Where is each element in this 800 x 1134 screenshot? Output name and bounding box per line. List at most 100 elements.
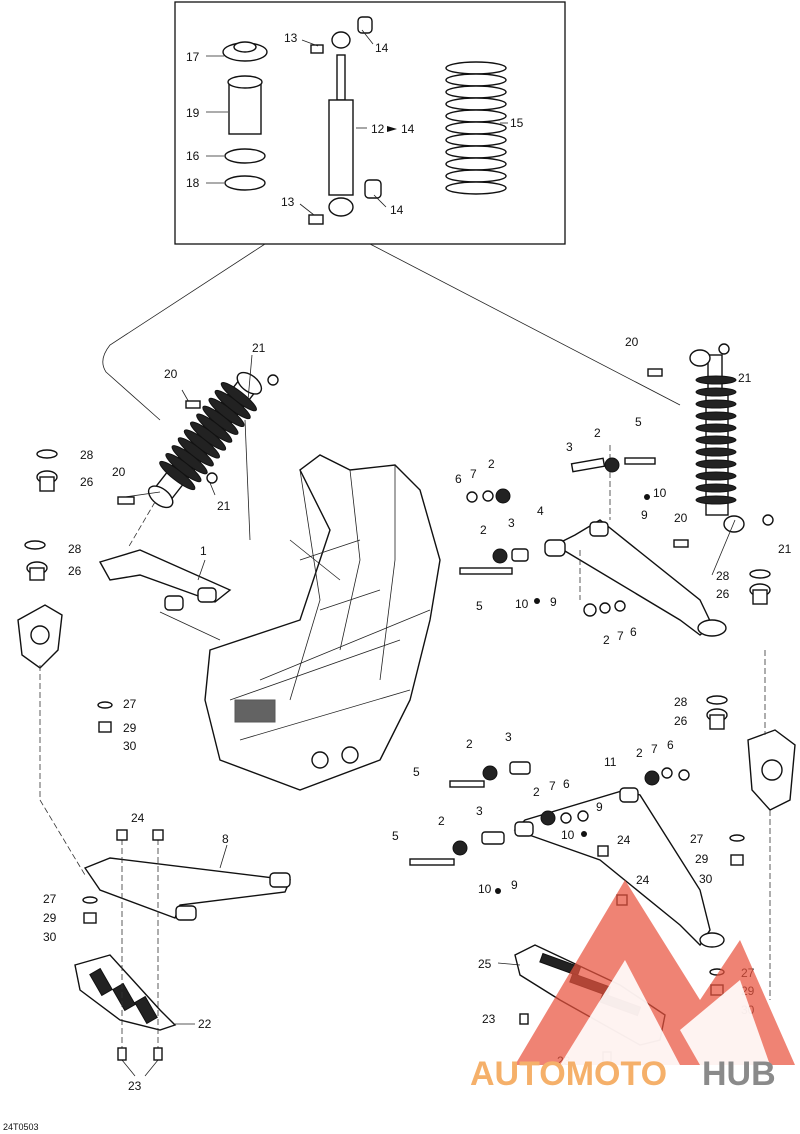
right-shock-assembly (689, 349, 745, 576)
callout-7-fourth: 7 (549, 779, 556, 793)
right-upper-a-arm (544, 445, 727, 637)
callout-10-second: 10 (515, 597, 529, 611)
callout-5-fourth: 5 (392, 829, 399, 843)
shock-bottom-eye (328, 197, 354, 217)
callout-2-second: 2 (488, 457, 495, 471)
callout-18: 18 (186, 176, 200, 190)
callout-28-right-top: 28 (716, 569, 730, 583)
callout-26-left-mid: 26 (68, 564, 82, 578)
callout-4: 4 (537, 504, 544, 518)
callout-5-third: 5 (413, 765, 420, 779)
callout-2-fourth: 2 (603, 633, 610, 647)
right-steering-knuckle (747, 650, 796, 1000)
callout-labels: 1 21 20 20 21 28 26 28 26 27 29 30 24 8 … (43, 335, 792, 1093)
callout-26-right-mid: 26 (674, 714, 688, 728)
callout-20-right-top: 20 (625, 335, 639, 349)
callout-3-third: 3 (505, 730, 512, 744)
callout-6-third: 6 (667, 738, 674, 752)
sleeve-top-small (310, 44, 324, 54)
callout-9-top: 9 (641, 508, 648, 522)
callout-10-third: 10 (561, 828, 575, 842)
callout-2-top: 2 (594, 426, 601, 440)
watermark-text-auto-moto: AUTOMOTO (470, 1055, 667, 1093)
callout-23-right-mid: 23 (482, 1012, 496, 1026)
inset-leader-left (102, 243, 266, 421)
callout-30-left-bottom: 30 (43, 930, 57, 944)
watermark-logo: AUTOMOTO HUB (470, 880, 795, 1093)
shock-body (328, 99, 354, 196)
callout-25: 25 (478, 957, 492, 971)
callout-21-right-bottom: 21 (778, 542, 792, 556)
inset-leader-right (369, 243, 681, 406)
callout-10-top: 10 (653, 486, 667, 500)
callout-2-sixth: 2 (636, 746, 643, 760)
callout-28-right-mid: 28 (674, 695, 688, 709)
coil-spring-part (445, 61, 507, 195)
callout-21-left-bottom: 21 (217, 499, 231, 513)
callout-27-right-top: 27 (690, 832, 704, 846)
callout-8: 8 (222, 832, 229, 846)
callout-2-eighth: 2 (438, 814, 445, 828)
callout-13-top: 13 (284, 31, 298, 45)
callout-22: 22 (198, 1017, 212, 1031)
callout-14-bottom: 14 (390, 203, 404, 217)
callout-9-second: 9 (550, 595, 557, 609)
callout-27-left-top: 27 (123, 697, 137, 711)
sleeve-top (227, 75, 263, 89)
left-upper-a-arm (98, 549, 232, 641)
callout-15: 15 (510, 116, 524, 130)
arrow-12-to-14 (387, 126, 397, 132)
retainer-ring-part (224, 148, 266, 164)
callout-21-left-top: 21 (252, 341, 266, 355)
callout-7-third: 7 (651, 742, 658, 756)
shock-top-eye (331, 31, 351, 49)
callout-7-second: 7 (617, 629, 624, 643)
callout-6-second: 6 (630, 625, 637, 639)
callout-29-left-top: 29 (123, 721, 137, 735)
shock-detail-inset: 17 19 16 18 13 14 12 14 15 13 14 (102, 1, 681, 421)
callout-30-left-top: 30 (123, 739, 137, 753)
callout-3-top: 3 (566, 440, 573, 454)
sleeve-bottom-small (308, 214, 324, 225)
left-steering-knuckle (17, 604, 86, 876)
vehicle-frame (204, 454, 441, 791)
callout-14-top: 14 (375, 41, 389, 55)
callout-12: 12 (371, 122, 385, 136)
callout-6-top: 6 (455, 472, 462, 486)
callout-17: 17 (186, 50, 200, 64)
callout-26-right-top: 26 (716, 587, 730, 601)
callout-5-top: 5 (635, 415, 642, 429)
callout-26-left-top: 26 (80, 475, 94, 489)
left-lower-a-arm (83, 844, 292, 921)
callout-2-fifth: 2 (466, 737, 473, 751)
right-lower-a-arm (513, 787, 725, 948)
callout-11: 11 (604, 755, 617, 769)
callout-3-fourth: 3 (476, 804, 483, 818)
shock-rod (336, 54, 346, 101)
callout-21-right-top: 21 (738, 371, 752, 385)
callout-5-second: 5 (476, 599, 483, 613)
callout-2-third: 2 (480, 523, 487, 537)
washer-ring-part (224, 175, 266, 191)
bushing-top (357, 16, 373, 34)
callout-24-right-top: 24 (617, 833, 631, 847)
callout-3-second: 3 (508, 516, 515, 530)
callout-23-left: 23 (128, 1079, 142, 1093)
hardware-parts (24, 343, 774, 1063)
callout-6-fourth: 6 (563, 777, 570, 791)
callout-7-top: 7 (470, 467, 477, 481)
callout-20-right-bottom: 20 (674, 511, 688, 525)
callout-24-right-mid: 24 (636, 873, 650, 887)
callout-20-left-top: 20 (164, 367, 178, 381)
callout-28-left-top: 28 (80, 448, 94, 462)
left-skid-plate (74, 830, 195, 1077)
callout-14-arrow: 14 (401, 122, 415, 136)
callout-29-right-top: 29 (695, 852, 709, 866)
callout-19: 19 (186, 106, 200, 120)
callout-20-left-bottom: 20 (112, 465, 126, 479)
callout-13-bottom: 13 (281, 195, 295, 209)
callout-10-fourth: 10 (478, 882, 492, 896)
left-shock-assembly (124, 354, 263, 549)
callout-27-left-bottom: 27 (43, 892, 57, 906)
bushing-bottom (364, 179, 382, 199)
